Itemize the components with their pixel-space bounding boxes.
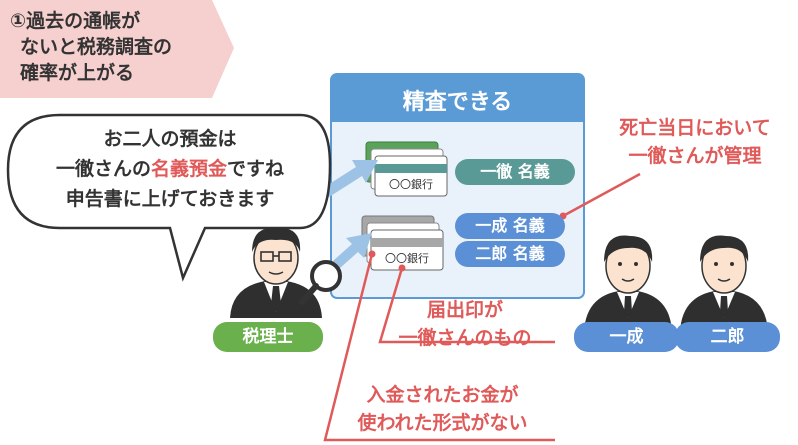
label-tax-accountant: 税理士 bbox=[213, 322, 323, 352]
speech-line-1: お二人の預金は bbox=[103, 128, 237, 150]
name-tag-issei: 一成 名義 bbox=[455, 213, 565, 239]
speech-text: お二人の預金は 一徹さんの名義預金ですね 申告書に上げておきます bbox=[20, 124, 320, 214]
tax-accountant-figure bbox=[230, 227, 342, 318]
leader-line-death bbox=[562, 172, 641, 218]
banner-line-1: ①過去の通帳が bbox=[10, 10, 141, 32]
label-issei: 一成 bbox=[574, 322, 679, 352]
bank-label-1: 〇〇銀行 bbox=[389, 178, 433, 191]
speech-line-3: 申告書に上げておきます bbox=[65, 188, 275, 210]
note-deposit: 入金されたお金が 使われた形式がない bbox=[357, 384, 528, 434]
leader-line-seal bbox=[378, 267, 555, 344]
speech-bubble bbox=[6, 113, 332, 282]
speech-line-2: 一徹さんの名義預金ですね bbox=[55, 158, 285, 180]
jiro-figure bbox=[680, 235, 768, 332]
banner-line-3: 確率が上がる bbox=[20, 62, 135, 84]
passbook-sons bbox=[361, 215, 444, 271]
banner: ①過去の通帳が ないと税務調査の 確率が上がる bbox=[10, 8, 220, 86]
banner-shape bbox=[0, 0, 234, 98]
bank-label-2: 〇〇銀行 bbox=[385, 252, 429, 265]
name-tag-ittetsu: 一徹 名義 bbox=[455, 159, 575, 185]
name-tag-jiro: 二郎 名義 bbox=[455, 241, 565, 267]
leader-line-deposit bbox=[323, 253, 555, 442]
note-seal: 届出印が 一徹さんのもの bbox=[398, 299, 532, 349]
banner-line-2: ないと税務調査の bbox=[20, 36, 173, 58]
issei-figure bbox=[584, 235, 672, 332]
speech-highlight: 名義預金 bbox=[150, 158, 227, 180]
note-death-day: 死亡当日において 一徹さんが管理 bbox=[619, 117, 771, 167]
label-jiro: 二郎 bbox=[675, 322, 780, 352]
passbook-issei-father bbox=[365, 141, 448, 197]
panel-title: 精査できる bbox=[402, 90, 513, 115]
